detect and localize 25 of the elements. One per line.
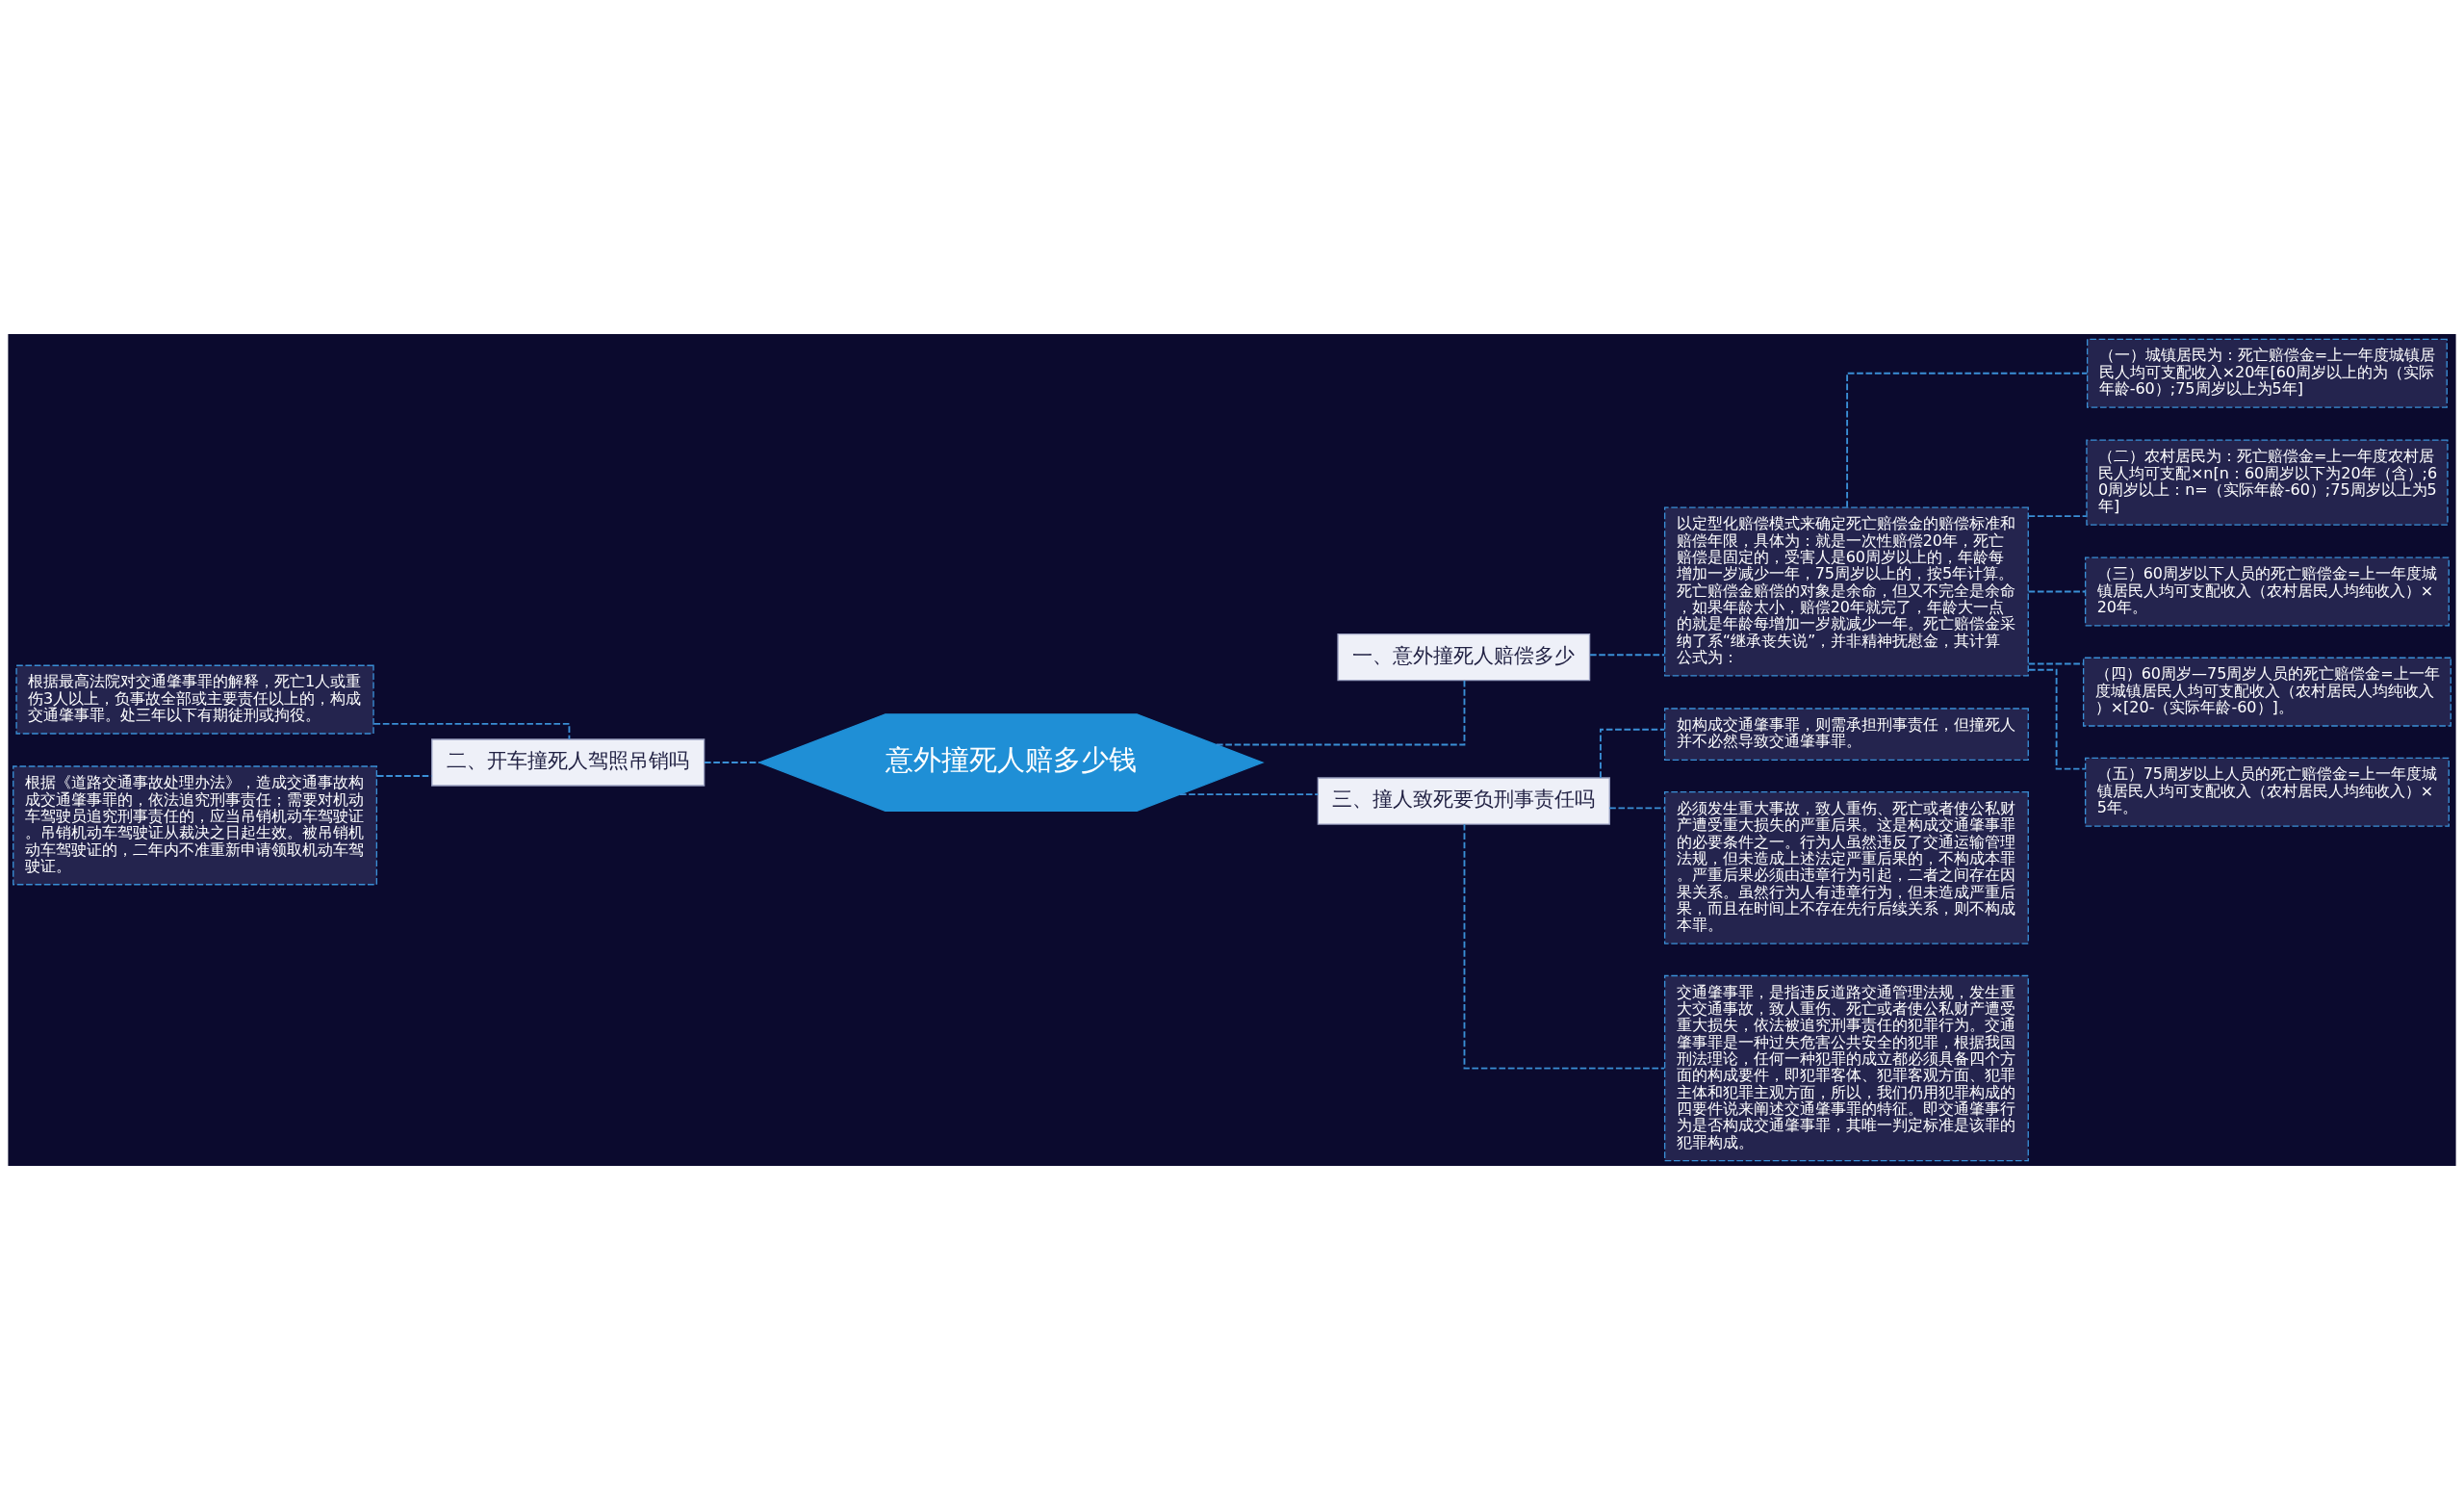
connector bbox=[2027, 590, 2087, 592]
connector bbox=[1179, 792, 1320, 795]
connector bbox=[372, 722, 571, 740]
node-box: 三、撞人致死要负刑事责任吗 bbox=[1317, 776, 1610, 825]
node-box: 一、意外撞死人赔偿多少 bbox=[1337, 633, 1591, 681]
connector bbox=[1589, 653, 1666, 656]
node-box: （二）农村居民为：死亡赔偿金=上一年度农村居民人均可支配×n[n：60周岁以下为20年（含）;60周岁以上：n=（实际年龄-60）;75周岁以上为5年] bbox=[2086, 438, 2449, 526]
connector bbox=[1599, 728, 1666, 779]
node-box: 如构成交通肇事罪，则需承担刑事责任，但撞死人并不必然导致交通肇事罪。 bbox=[1663, 707, 2029, 761]
connector bbox=[1846, 372, 2089, 508]
connector bbox=[1216, 679, 1466, 745]
connector bbox=[2027, 514, 2088, 517]
node-box: （一）城镇居民为：死亡赔偿金=上一年度城镇居民人均可支配收入×20年[60周岁以上的为（实际年龄-60）;75周岁以上为5年] bbox=[2086, 338, 2448, 408]
node-box: （三）60周岁以下人员的死亡赔偿金=上一年度城镇居民人均可支配收入（农村居民人均纯收入）×20年。 bbox=[2084, 556, 2450, 627]
node-box: 根据最高法院对交通肇事罪的解释，死亡1人或重伤3人以上，负事故全部或主要责任以上的，构成交通肇事罪。处三年以下有期徒刑或拘役。 bbox=[15, 664, 374, 735]
connector bbox=[1608, 806, 1666, 809]
node-box: （五）75周岁以上人员的死亡赔偿金=上一年度城镇居民人均可支配收入（农村居民人均纯收入）×5年。 bbox=[2084, 757, 2450, 827]
connector bbox=[1463, 822, 1666, 1070]
node-box: 以定型化赔偿模式来确定死亡赔偿金的赔偿标准和赔偿年限，具体为：就是一次性赔偿20年，死亡赔偿是固定的，受害人是60周岁以上的，年龄每增加一岁减少一年，75周岁以上的，按5年计算。死亡赔偿金赔偿的对象是余命，但又不完全是余命，如果年龄太小，赔偿20年就完了，年龄大一点的就是年龄每增加一岁就减少一年。死亡赔偿金采纳了系“继承丧失说”，并非精神抚慰金，其计算公式为： bbox=[1663, 505, 2029, 677]
node-box: 二、开车撞死人驾照吊销吗 bbox=[431, 737, 706, 787]
node-box: 交通肇事罪，是指违反道路交通管理法规，发生重大交通事故，致人重伤、死亡或者使公私财产遭受重大损失，依法被追究刑事责任的犯罪行为。交通肇事罪是一种过失危害公共安全的犯罪，根据我国刑法理论，任何一种犯罪的成立都必须具备四个方面的构成要件，即犯罪客体、犯罪客观方面、犯罪主体和犯罪主观方面，所以，我们仍用犯罪构成的四要件说来阐述交通肇事罪的特征。即交通肇事行为是否构成交通肇事罪，其唯一判定标准是该罪的犯罪构成。 bbox=[1663, 974, 2029, 1161]
node-box: 必须发生重大事故，致人重伤、死亡或者使公私财产遭受重大损失的严重后果。这是构成交通肇事罪的必要条件之一。行为人虽然违反了交通运输管理法规，但未造成上述法定严重后果的，不构成本罪。严重后果必须由违章行为引起，二者之间存在因果关系。虽然行为人有违章行为，但未造成严重后果，而且在时间上不存在先行后续关系，则不构成本罪。 bbox=[1663, 790, 2029, 944]
node-box: 根据《道路交通事故处理办法》，造成交通事故构成交通肇事罪的，依法追究刑事责任；需要对机动车驾驶员追究刑事责任的，应当吊销机动车驾驶证。吊销机动车驾驶证从裁决之日起生效。被吊销机动车驾驶证的，二年内不准重新申请领取机动车驾驶证。 bbox=[13, 764, 378, 885]
node-box: （四）60周岁—75周岁人员的死亡赔偿金=上一年度城镇居民人均可支配收入（农村居民人均纯收入）×[20-（实际年龄-60）]。 bbox=[2082, 657, 2451, 727]
connector bbox=[704, 761, 760, 763]
